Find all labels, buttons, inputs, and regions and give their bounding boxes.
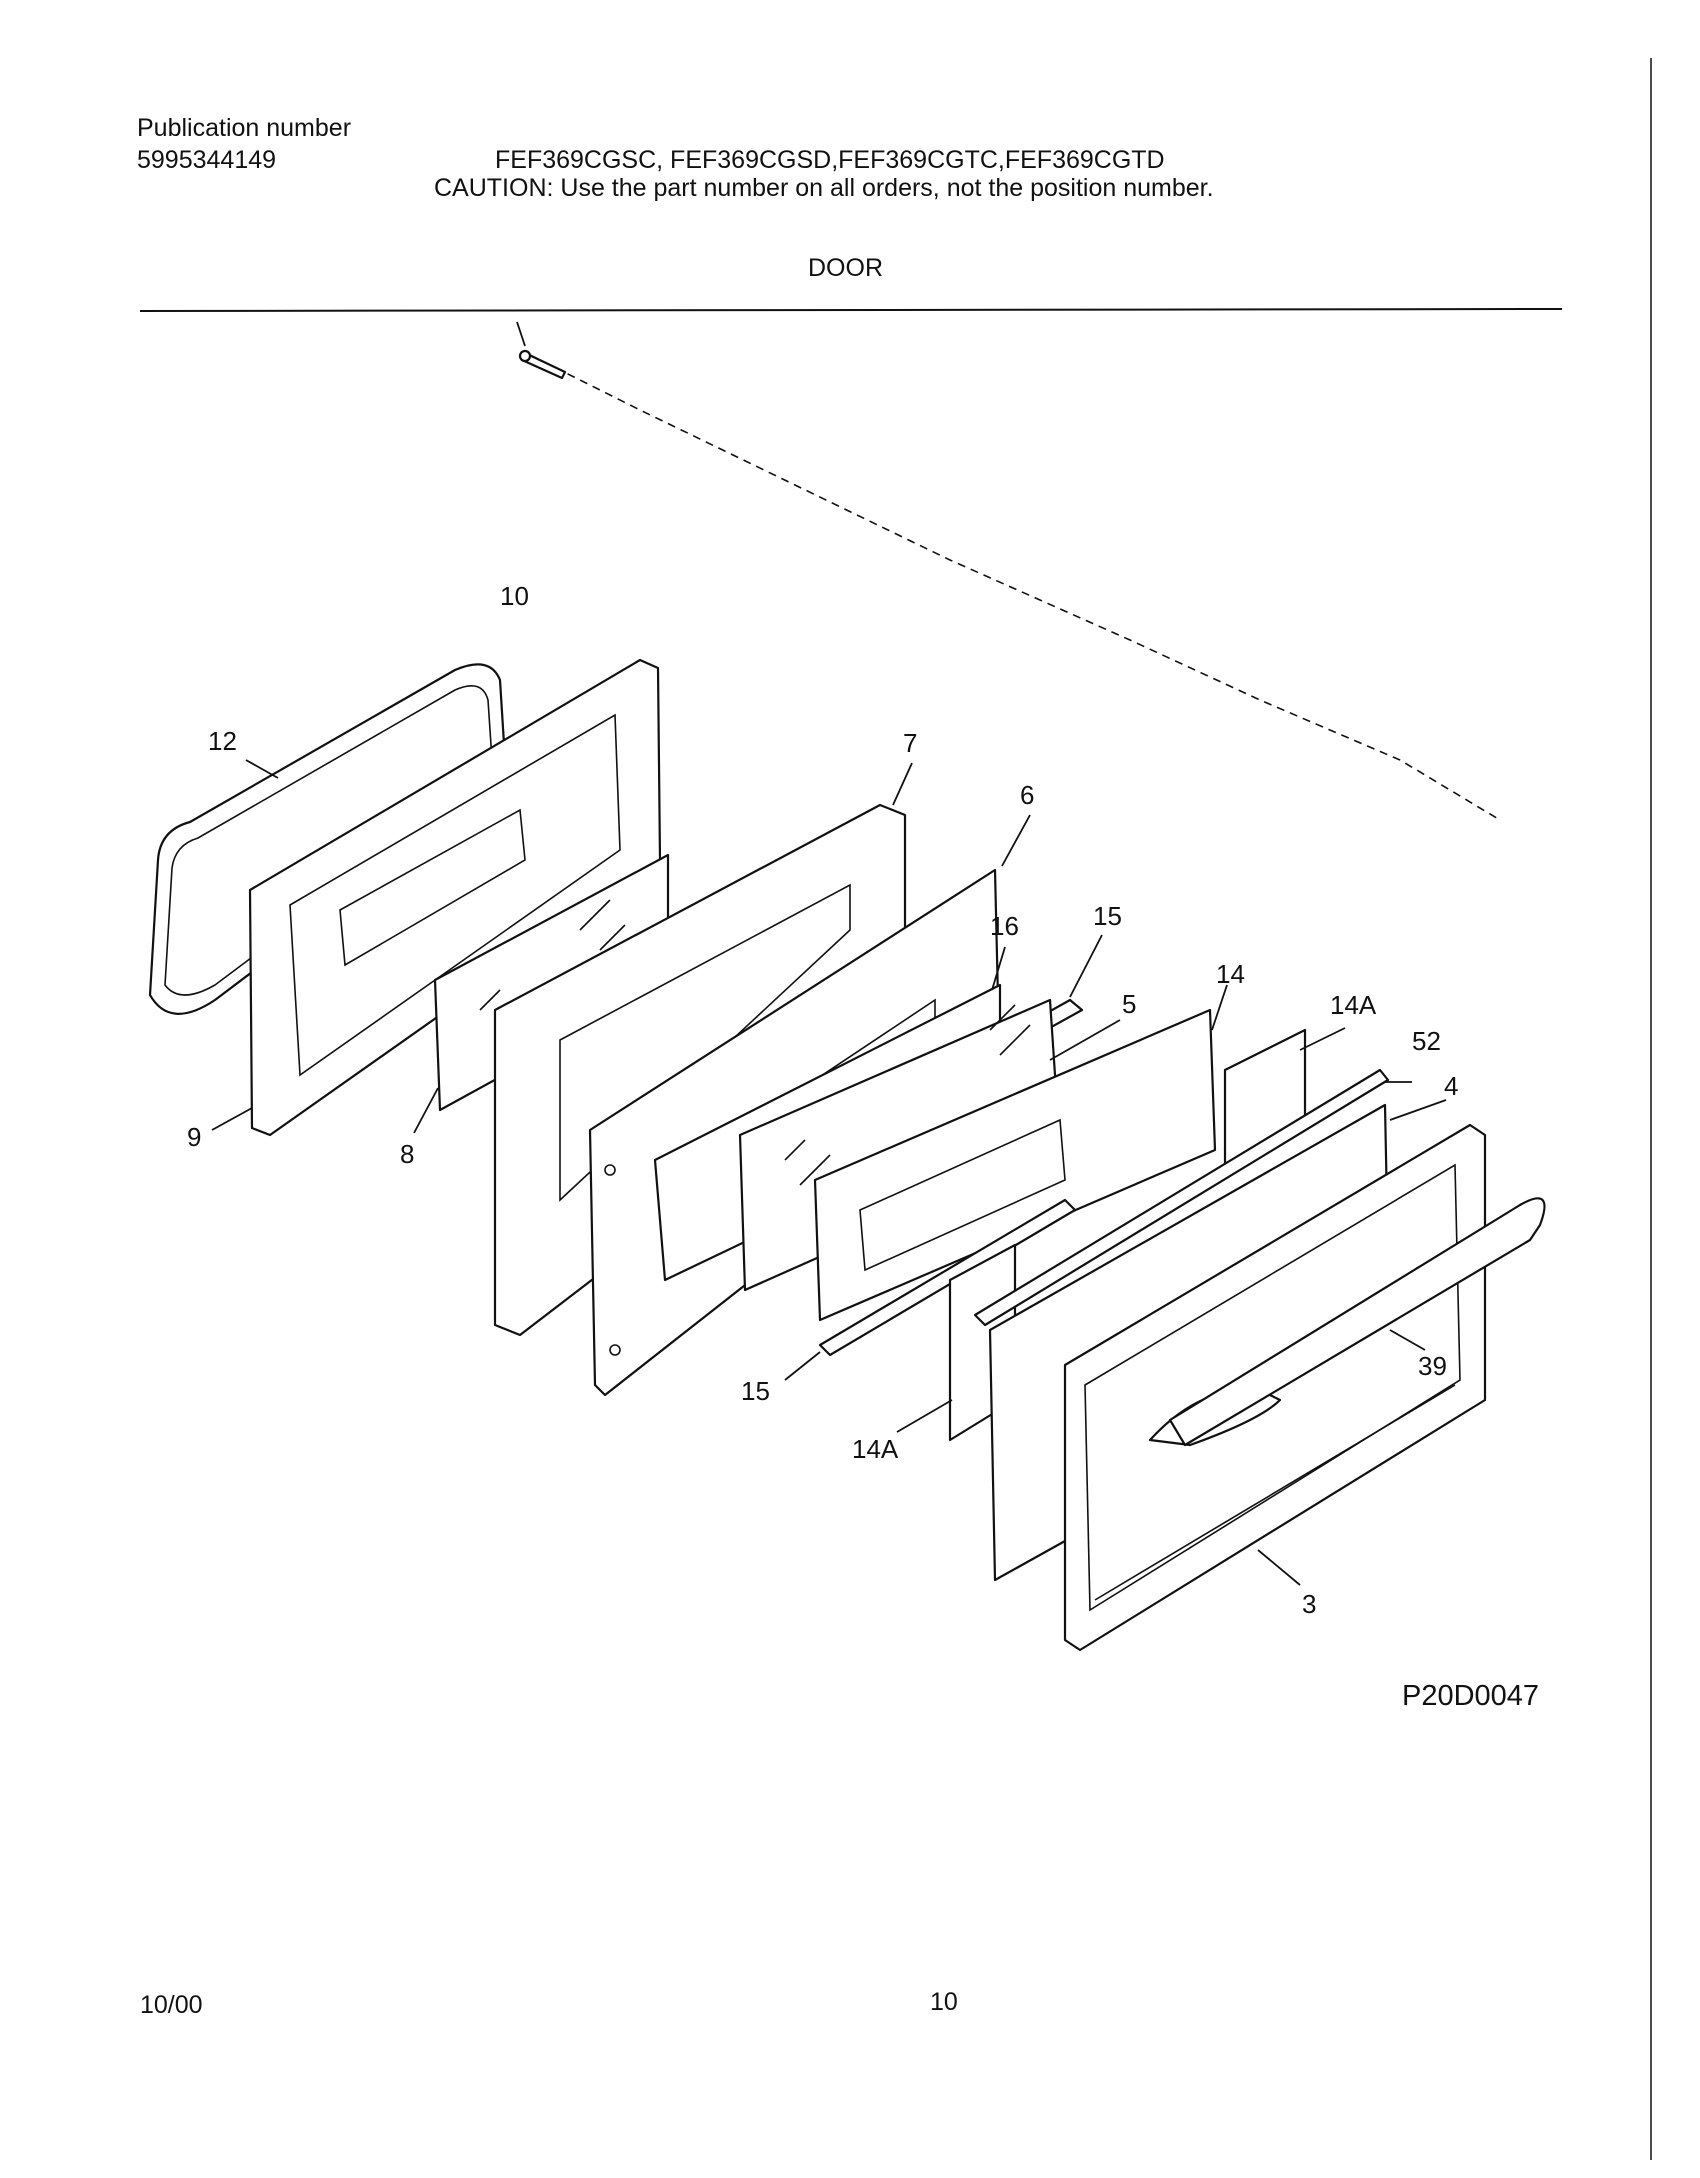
- callout-39: 39: [1418, 1351, 1447, 1381]
- callout-52: 52: [1412, 1026, 1441, 1056]
- publication-label: Publication number: [137, 114, 352, 142]
- caution-note: CAUTION: Use the part number on all orde…: [434, 174, 1214, 202]
- part-14-window-pack: [813, 1008, 1217, 1322]
- callout-14a-bottom: 14A: [852, 1434, 899, 1464]
- section-title: DOOR: [808, 254, 883, 282]
- model-numbers: FEF369CGSC, FEF369CGSD,FEF369CGTC,FEF369…: [495, 146, 1165, 174]
- callout-10: 10: [500, 581, 529, 611]
- callout-14: 14: [1216, 959, 1245, 989]
- callout-5: 5: [1122, 989, 1136, 1019]
- footer-date: 10/00: [140, 1991, 203, 2019]
- callout-leader-lines: [211, 321, 1447, 1586]
- header-rule: [139, 308, 1563, 312]
- callout-4: 4: [1444, 1071, 1458, 1101]
- callout-9: 9: [187, 1122, 201, 1152]
- part-15-retainer-bottom: [818, 1198, 1077, 1357]
- publication-number: 5995344149: [137, 146, 277, 174]
- callout-15-top: 15: [1093, 901, 1122, 931]
- callout-8: 8: [400, 1139, 414, 1169]
- callout-16: 16: [990, 911, 1019, 941]
- footer-page-number: 10: [930, 1988, 958, 2016]
- part-10-screw: [518, 349, 567, 380]
- part-39-handle: [1148, 1197, 1546, 1447]
- callout-15-bottom: 15: [741, 1376, 770, 1406]
- callout-14a-top: 14A: [1330, 990, 1377, 1020]
- part-52-vent-trim: [973, 1068, 1390, 1327]
- callout-3: 3: [1302, 1589, 1316, 1619]
- callout-6: 6: [1020, 780, 1034, 810]
- callout-12: 12: [208, 726, 237, 756]
- callout-7: 7: [903, 728, 917, 758]
- assembly-axis-line: [529, 354, 1501, 821]
- drawing-id: P20D0047: [1402, 1680, 1539, 1712]
